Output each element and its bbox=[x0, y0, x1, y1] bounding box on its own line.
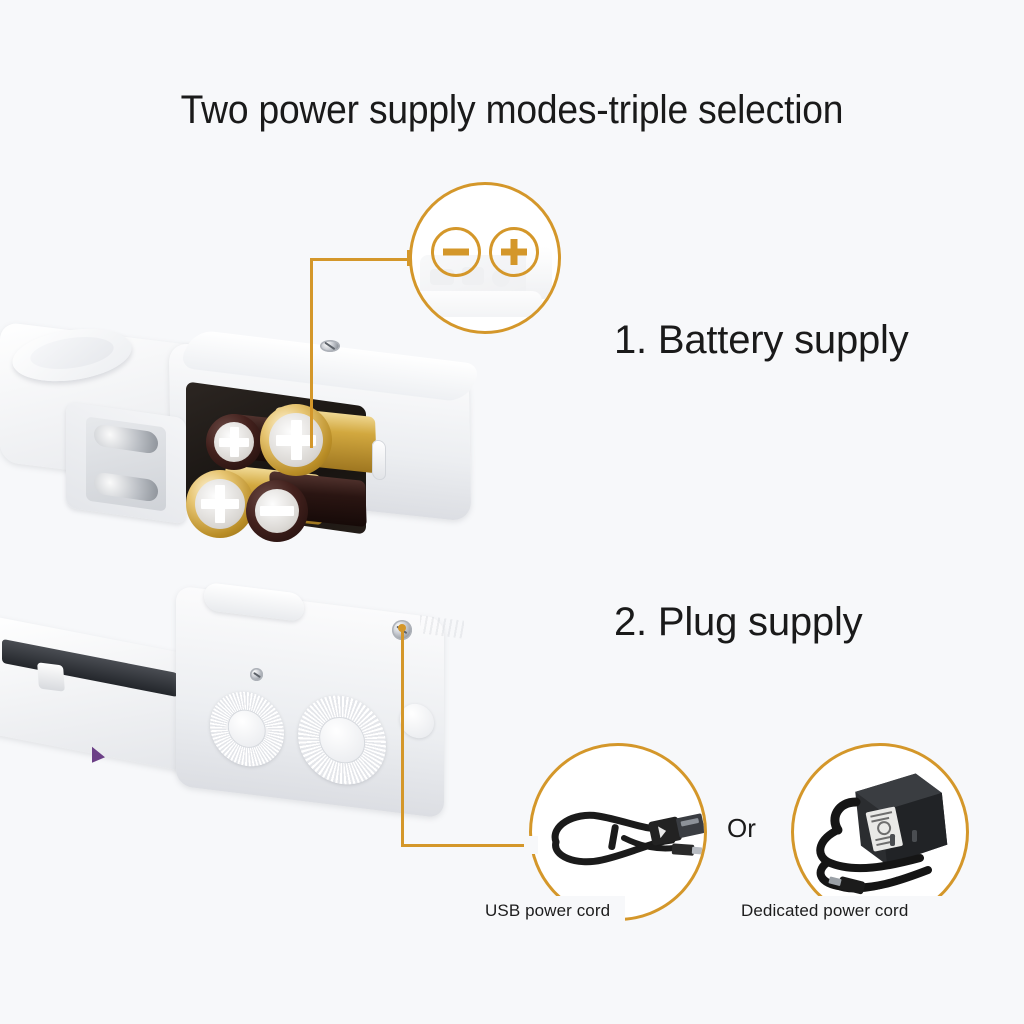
plus-icon bbox=[489, 227, 539, 277]
callout-door-photo bbox=[412, 245, 558, 331]
minus-icon bbox=[431, 227, 481, 277]
presser-foot bbox=[37, 662, 65, 692]
battery-terminal-plus bbox=[201, 485, 239, 523]
threading-arrow-icon bbox=[92, 746, 105, 766]
leader-plug-anchor-dot bbox=[398, 624, 406, 632]
usb-callout-label-gap bbox=[529, 896, 625, 922]
usb-cable-icon bbox=[551, 811, 704, 866]
ac-power-adapter-icon bbox=[816, 773, 948, 895]
usb-cord-label: USB power cord bbox=[485, 901, 611, 920]
usb-cord-callout bbox=[529, 743, 707, 921]
product-photo-battery-view bbox=[0, 318, 500, 568]
dc-callout-label-gap bbox=[800, 896, 960, 922]
dedicated-cord-callout bbox=[791, 743, 969, 921]
polarity-icons bbox=[431, 227, 539, 277]
leader-plug-horizontal bbox=[401, 844, 539, 847]
battery-cell-4 bbox=[246, 480, 308, 542]
usb-callout-leader-gap bbox=[524, 836, 538, 854]
mode-label-battery: 1. Battery supply bbox=[614, 318, 909, 362]
body-screw-small bbox=[250, 668, 263, 681]
battery-cell-1 bbox=[206, 414, 262, 470]
battery-terminal-plus bbox=[219, 427, 249, 457]
battery-terminal-plus bbox=[276, 420, 316, 460]
page-title: Two power supply modes-triple selection bbox=[180, 88, 844, 132]
or-separator: Or bbox=[727, 813, 756, 843]
leader-battery-horizontal bbox=[310, 258, 410, 261]
mode-label-plug: 2. Plug supply bbox=[614, 600, 863, 644]
housing-side-slot bbox=[372, 439, 386, 481]
leader-plug-vertical bbox=[401, 628, 404, 846]
leader-battery-vertical-left bbox=[310, 258, 313, 448]
battery-cell-2 bbox=[260, 404, 332, 476]
battery-terminal-minus bbox=[260, 494, 294, 528]
housing-screw-top bbox=[320, 340, 340, 352]
battery-polarity-callout bbox=[409, 182, 561, 334]
dedicated-cord-label: Dedicated power cord bbox=[741, 901, 909, 920]
product-photo-plug-view bbox=[0, 560, 500, 830]
battery-cell-3 bbox=[186, 470, 254, 538]
